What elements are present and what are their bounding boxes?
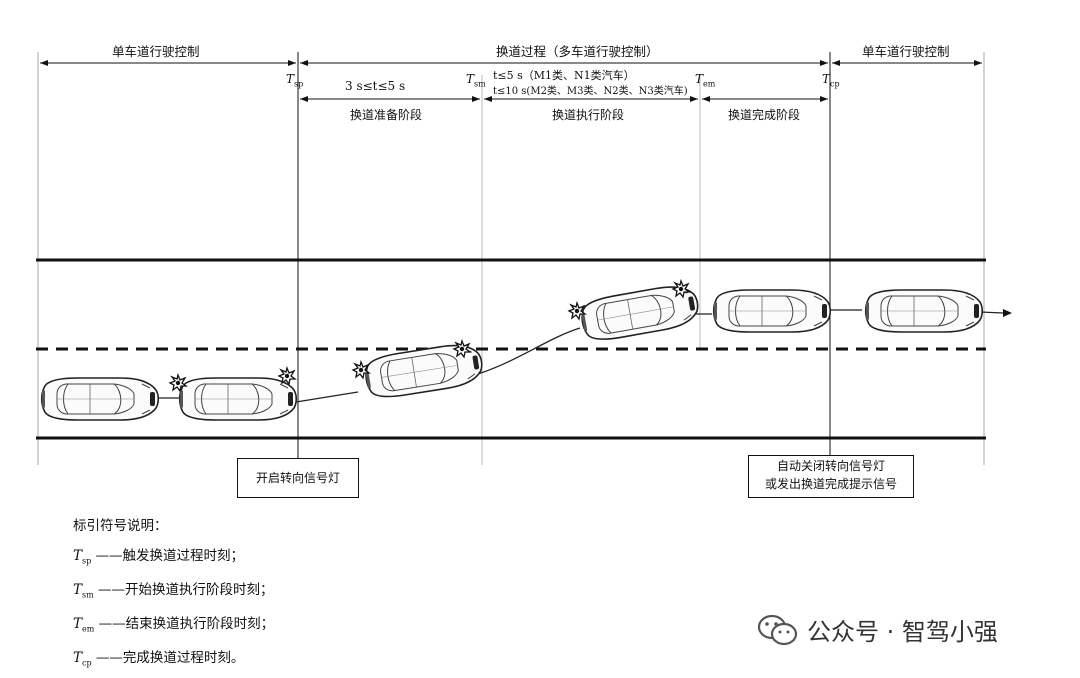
watermark: 公众号 · 智驾小强 xyxy=(757,612,998,647)
legend-item: Tsm ——开始换道执行阶段时刻； xyxy=(73,581,274,600)
prep-stage-label: 换道准备阶段 xyxy=(350,108,423,122)
turn-signal-off-line2: 或发出换道完成提示信号 xyxy=(764,477,897,491)
car-1 xyxy=(40,377,160,421)
t-sm-label: Tsm xyxy=(466,72,486,89)
exec-duration-heavy: t≤10 s(M2类、M3类、N2类、N3类汽车) xyxy=(493,86,688,97)
trajectory-line xyxy=(155,309,1004,403)
done-stage-label: 换道完成阶段 xyxy=(728,108,801,122)
direction-arrow xyxy=(1003,309,1012,317)
single-lane-right-label: 单车道行驶控制 xyxy=(862,44,950,59)
lane-change-process-label: 换道过程（多车道行驶控制） xyxy=(496,44,659,59)
road xyxy=(36,258,986,440)
legend-item: Tem ——结束换道执行阶段时刻； xyxy=(73,615,275,634)
exec-duration-light: t≤5 s（M1类、N1类汽车） xyxy=(493,69,635,82)
turn-signal-off-line1: 自动关闭转向信号灯 xyxy=(776,459,885,473)
t-sp-label: Tsp xyxy=(286,72,304,89)
car-5 xyxy=(712,289,832,333)
turn-signal-on-text: 开启转向信号灯 xyxy=(255,471,340,485)
turn-signal-off-box: 自动关闭转向信号灯 或发出换道完成提示信号 xyxy=(748,455,914,498)
single-lane-left-label: 单车道行驶控制 xyxy=(112,44,200,59)
t-em-label: Tem xyxy=(695,72,716,89)
legend-item: Tsp ——触发换道过程时刻； xyxy=(73,547,245,566)
wechat-icon xyxy=(757,614,798,645)
turn-signal-on-box: 开启转向信号灯 xyxy=(237,458,359,498)
legend-title: 标引符号说明： xyxy=(73,518,168,534)
car-6 xyxy=(864,289,984,333)
legend-item: Tcp ——完成换道过程时刻。 xyxy=(73,650,245,668)
car-2 xyxy=(178,377,298,421)
t-cp-label: Tcp xyxy=(822,72,840,89)
exec-stage-label: 换道执行阶段 xyxy=(552,108,625,122)
prep-duration: 3 s≤t≤5 s xyxy=(345,79,406,93)
legend: 标引符号说明： Tsp ——触发换道过程时刻； Tsm ——开始换道执行阶段时刻… xyxy=(73,512,274,678)
watermark-text: 公众号 · 智驾小强 xyxy=(807,618,998,646)
